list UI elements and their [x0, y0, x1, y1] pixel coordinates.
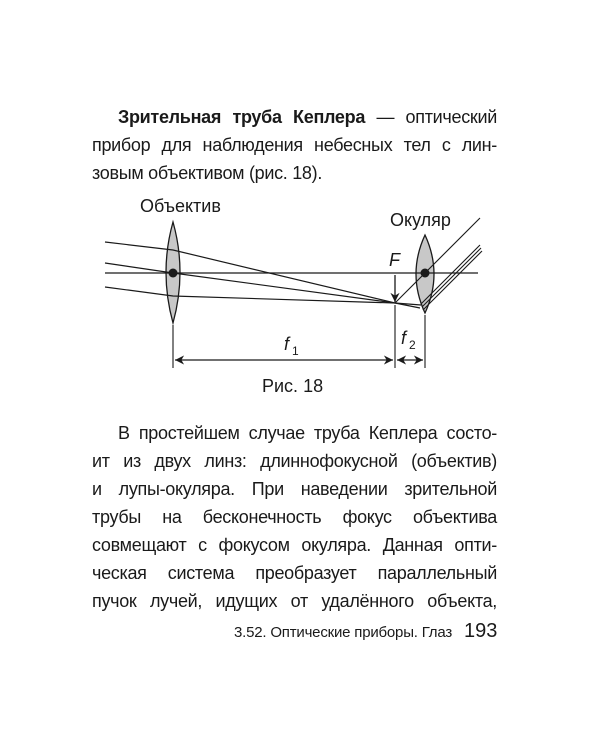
intro-line-1-rest: — оптический — [365, 107, 497, 127]
f1-subscript: 1 — [292, 344, 299, 358]
page-number: 193 — [464, 620, 498, 642]
incoming-rays — [104, 241, 422, 309]
body-line-4: трубы на бесконечность фокус объектива — [92, 507, 497, 527]
objective-center-dot — [168, 268, 178, 278]
term-keplerian-telescope: Зрительная труба Кеплера — [118, 107, 366, 127]
body-line-2: ит из двух линз: длиннофокусной (объекти… — [92, 451, 497, 471]
body-line-3: и лупы-окуляра. При наведении зрительной — [92, 479, 497, 499]
intro-line-2: прибор для наблюдения небесных тел с лин… — [92, 135, 497, 155]
f1-label: f — [284, 334, 291, 354]
f2-label: f — [401, 328, 408, 348]
outgoing-rays — [394, 217, 483, 311]
body-line-6: ческая система преобразует параллельный — [92, 563, 497, 583]
body-line-7: пучок лучей, идущих от удалённого объект… — [92, 591, 497, 611]
body-line-1: В простейшем случае труба Кеплера состо- — [118, 423, 497, 443]
eyepiece-label: Окуляр — [390, 210, 451, 230]
eyepiece-center-dot — [420, 268, 430, 278]
objective-label: Объектив — [140, 196, 221, 216]
intro-line-3: зовым объективом (рис. 18). — [92, 163, 323, 183]
intro-line-1: Зрительная труба Кеплера — оптический — [118, 106, 497, 128]
figure-caption: Рис. 18 — [262, 376, 323, 396]
body-line-5: совмещают с фокусом окуляра. Данная опти… — [92, 535, 497, 555]
focus-label: F — [389, 250, 401, 270]
running-footer-section: 3.52. Оптические приборы. Глаз — [234, 624, 452, 641]
f2-subscript: 2 — [409, 338, 416, 352]
